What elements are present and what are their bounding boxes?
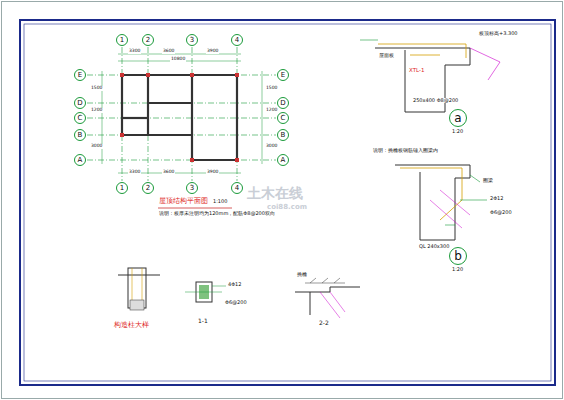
drawing-note: QL 240x300 [418, 244, 450, 249]
drawing-note: 1500 [265, 86, 278, 91]
drawing-note: 1:100 [212, 199, 228, 204]
axis-label: 3 [190, 37, 194, 44]
drawing-note: 3300 [128, 170, 141, 175]
drawing-note: 屋面板 [378, 53, 395, 58]
drawing-note: 1500 [90, 86, 103, 91]
axis-label: C [78, 115, 83, 122]
axis-bubble: B [277, 129, 289, 141]
drawing-note: 构造柱大样 [113, 322, 150, 329]
axis-bubble: 4 [231, 34, 243, 46]
drawing-note: 10800 [170, 57, 186, 62]
axis-bubble: 3 [186, 182, 198, 194]
axis-bubble: 1 [116, 34, 128, 46]
drawing-note: 3000 [265, 144, 278, 149]
axis-label: C [281, 115, 286, 122]
drawing-note: 1-1 [197, 318, 209, 324]
drawing-note: 3900 [206, 170, 219, 175]
drawing-note: 圈梁 [482, 178, 494, 183]
drawing-note: 挑檐 [296, 272, 308, 277]
axis-bubble: C [74, 112, 86, 124]
axis-label: E [78, 72, 82, 79]
axis-label: b [454, 250, 462, 262]
drawing-note: 1:20 [451, 129, 464, 134]
axis-bubble: D [277, 97, 289, 109]
drawing-note: 3600 [162, 170, 175, 175]
axis-label: 4 [235, 185, 239, 192]
drawing-note: 板顶标高+3.300 [478, 31, 519, 36]
drawing-note: XTL-1 [408, 68, 425, 74]
axis-bubble: 2 [142, 182, 154, 194]
axis-bubble: A [277, 154, 289, 166]
axis-label: 2 [146, 185, 150, 192]
drawing-note: 1200 [90, 108, 103, 113]
axis-bubble: E [74, 69, 86, 81]
axis-label: A [281, 157, 286, 164]
detail-bubble: b [449, 247, 467, 265]
drawing-note: 4Φ12 [227, 282, 242, 287]
drawing-note: 3300 [128, 49, 141, 54]
axis-bubble: 4 [231, 182, 243, 194]
axis-label: D [77, 100, 82, 107]
drawing-note: Φ6@200 [224, 300, 248, 305]
axis-label: 4 [235, 37, 239, 44]
drawing-note: Φ6@200 [489, 210, 513, 215]
axis-label: B [78, 132, 83, 139]
drawing-note: 3900 [206, 49, 219, 54]
axis-bubble: B [74, 129, 86, 141]
axis-label: E [281, 72, 285, 79]
drawing-note: 3000 [90, 144, 103, 149]
watermark: 土木在线 [246, 186, 304, 201]
drawing-note: 250x400 Φ8@200 [412, 98, 459, 103]
axis-label: 2 [146, 37, 150, 44]
axis-bubble: A [74, 154, 86, 166]
axis-label: a [454, 112, 461, 124]
axis-label: D [280, 100, 285, 107]
axis-label: 3 [190, 185, 194, 192]
axis-label: A [78, 157, 83, 164]
drawing-note: 1200 [265, 108, 278, 113]
axis-label: B [281, 132, 286, 139]
axis-bubble: 1 [116, 182, 128, 194]
axis-bubble: E [277, 69, 289, 81]
drawing-note: 2Φ12 [489, 196, 504, 201]
axis-bubble: C [277, 112, 289, 124]
axis-label: 1 [120, 37, 124, 44]
axis-bubble: 3 [186, 34, 198, 46]
drawing-note: 3600 [162, 49, 175, 54]
axis-bubble: D [74, 97, 86, 109]
drawing-note: 1:20 [451, 267, 464, 272]
drawing-note: 说明：挑檐板钢筋锚入圈梁内 [372, 148, 439, 153]
axis-label: 1 [120, 185, 124, 192]
drawing-note: 2-2 [318, 320, 330, 326]
drawing-note: 说明：板厚未注明均为120mm，配筋Φ8@200双向 [158, 211, 276, 216]
axis-bubble: 2 [142, 34, 154, 46]
detail-bubble: a [449, 109, 467, 127]
drawing-note: 屋顶结构平面图 [158, 198, 209, 205]
watermark: coi88.com [266, 204, 308, 211]
